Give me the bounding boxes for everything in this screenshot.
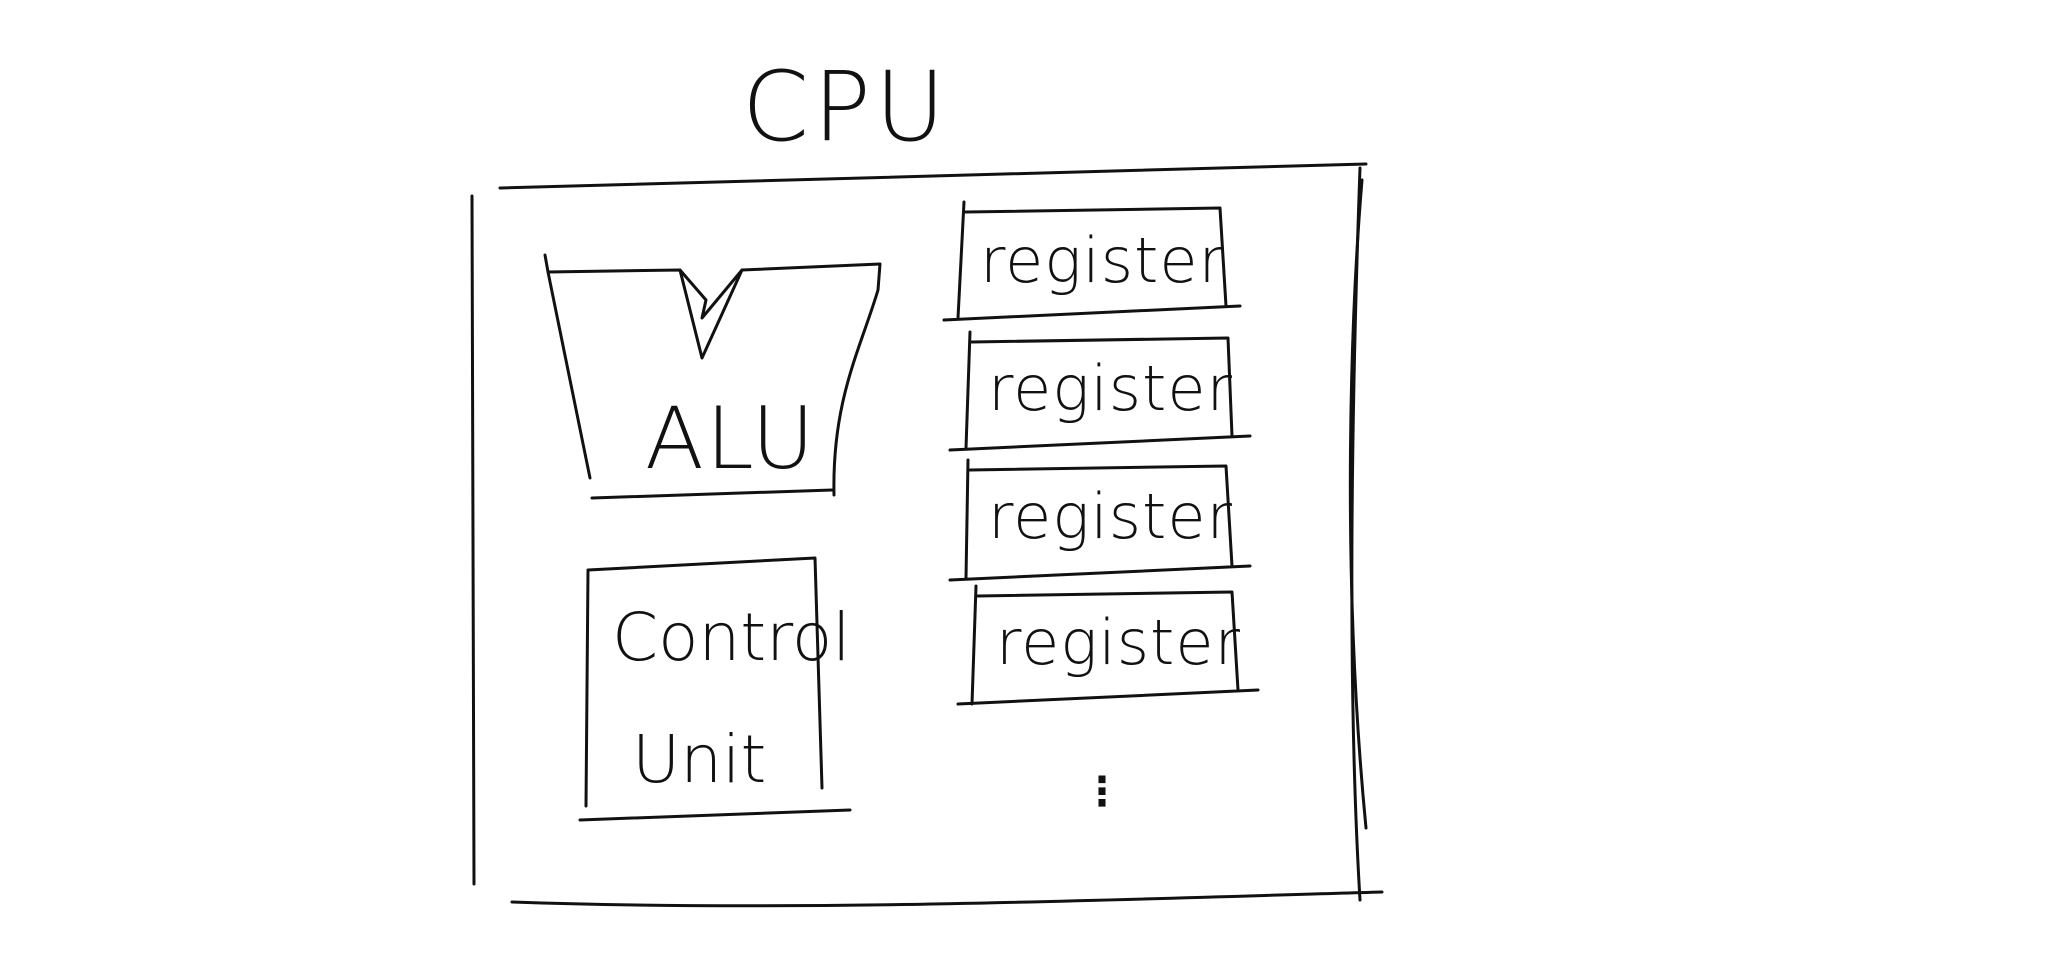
register-label-2: register	[988, 352, 1233, 425]
register-box-2	[948, 330, 1252, 452]
cpu-outer-box	[470, 194, 476, 886]
register-label-4: register	[996, 606, 1241, 679]
register-box-1	[942, 200, 1242, 322]
cpu-outer-box-right-inner	[1348, 178, 1368, 830]
more-registers-ellipsis: ⋮	[1082, 769, 1122, 815]
register-label-1: register	[980, 224, 1225, 297]
control-unit-label-line-2: Unit	[632, 721, 766, 798]
register-label-3: register	[988, 480, 1233, 553]
register-box-3	[948, 458, 1252, 582]
alu-shape	[543, 253, 882, 500]
alu-label: ALU	[645, 389, 816, 489]
cpu-title: CPU	[742, 51, 949, 163]
alu-notch	[678, 268, 744, 360]
control-unit-label-line-1: Control	[612, 599, 851, 676]
cpu-outer-box-top	[498, 162, 1368, 190]
cpu-outer-box-bottom	[510, 890, 1384, 908]
control-unit-box	[578, 556, 852, 822]
register-box-4	[956, 584, 1260, 706]
